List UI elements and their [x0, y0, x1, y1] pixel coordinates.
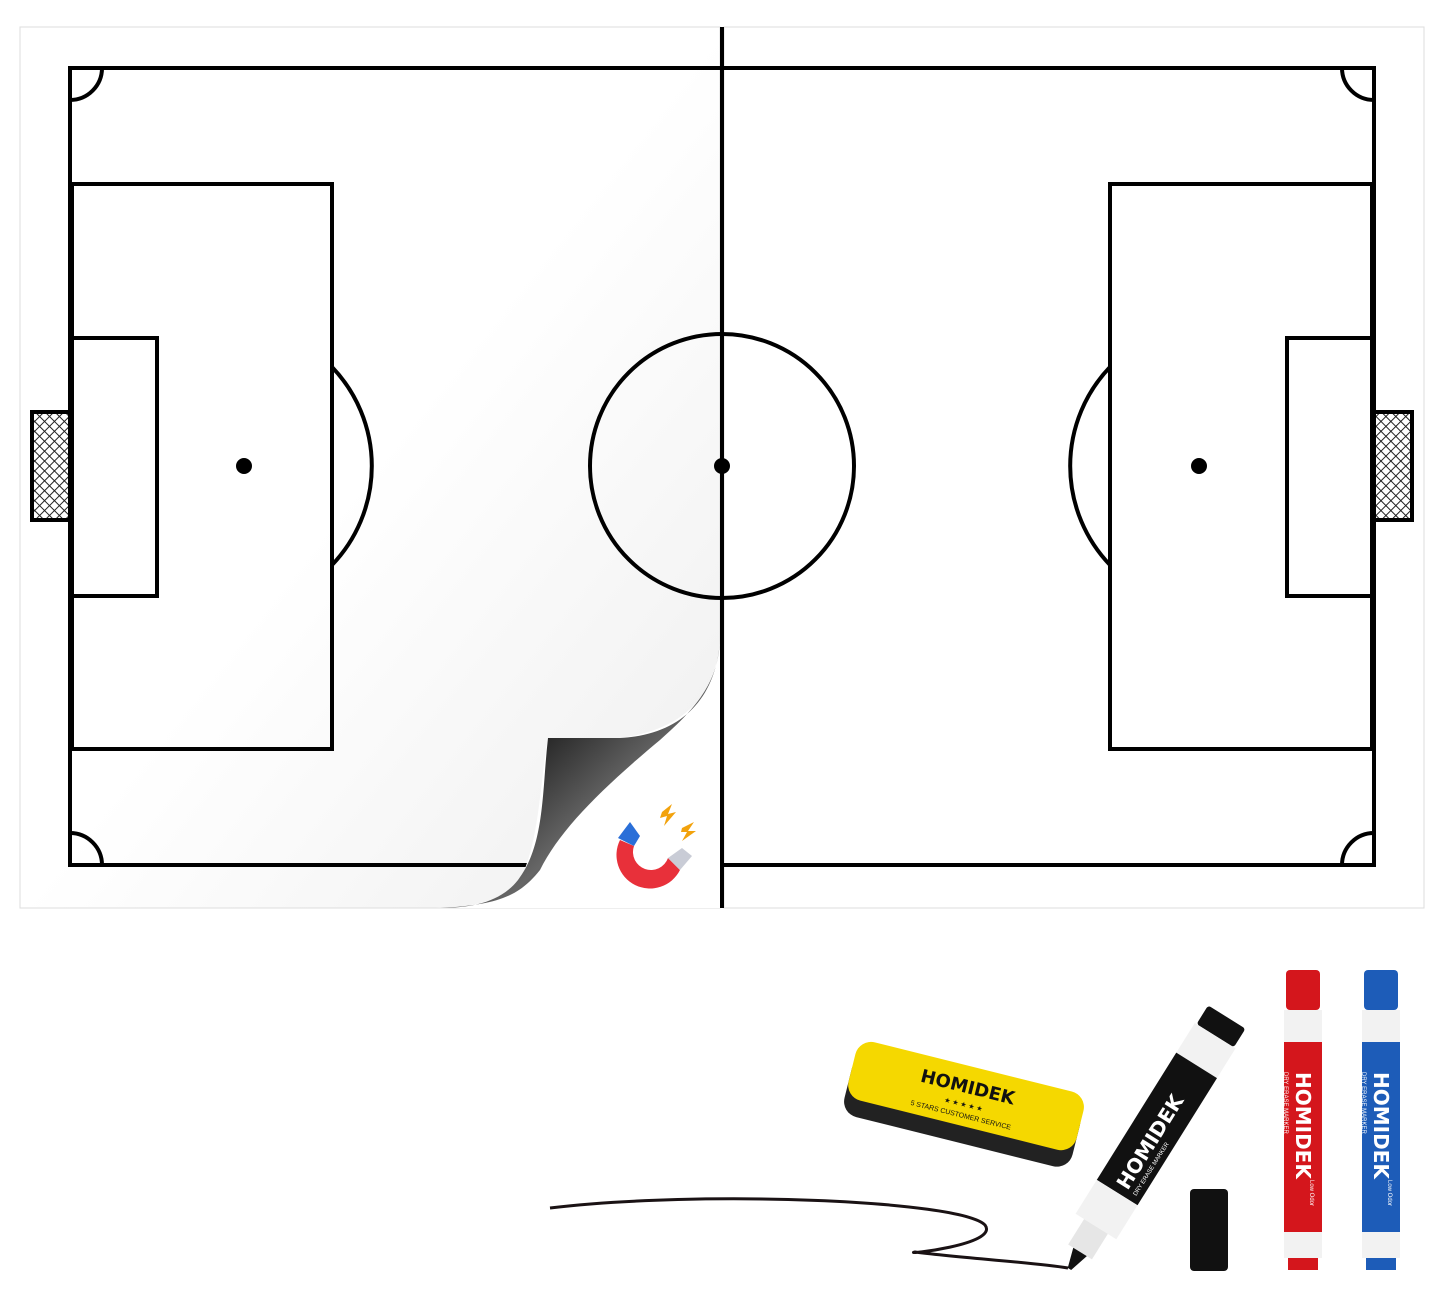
magnet-icon — [616, 804, 696, 889]
right-goal-net — [1372, 410, 1414, 522]
center-spot — [714, 458, 730, 474]
corner-arc — [69, 831, 104, 866]
soccer-pitch — [30, 27, 1414, 908]
right-penalty-arc — [1068, 365, 1112, 567]
blue-marker-low-odor: Low Odor — [1386, 1180, 1392, 1206]
red-marker-brand: HOMIDEK — [1291, 1072, 1315, 1180]
right-penalty-spot — [1191, 458, 1207, 474]
corner-arc — [69, 67, 104, 102]
center-circle — [588, 332, 856, 600]
blue-marker-label: DRY ERASE MARKER — [1360, 1072, 1366, 1134]
corner-arc — [1340, 67, 1375, 102]
red-marker: HOMIDEK DRY ERASE MARKER Low Odor — [1282, 970, 1322, 1270]
red-marker-low-odor: Low Odor — [1308, 1180, 1314, 1206]
marker-ink-line — [549, 1197, 1069, 1270]
corner-arc — [1340, 831, 1375, 866]
black-marker: HOMIDEK DRY ERASE MARKER — [1067, 1006, 1245, 1270]
left-penalty-arc — [330, 365, 374, 567]
blue-marker-brand: HOMIDEK — [1369, 1072, 1393, 1180]
red-marker-label: DRY ERASE MARKER — [1282, 1072, 1288, 1134]
magnetic-page-curl — [430, 640, 720, 908]
right-board-panel — [723, 26, 1425, 909]
whiteboard-eraser: HOMIDEK ★ ★ ★ ★ ★ 5 STARS CUSTOMER SERVI… — [844, 1041, 1084, 1167]
blue-marker: HOMIDEK DRY ERASE MARKER Low Odor — [1360, 970, 1400, 1270]
black-marker-cap — [1190, 1189, 1228, 1271]
left-penalty-spot — [236, 458, 252, 474]
left-goal-net — [30, 410, 72, 522]
